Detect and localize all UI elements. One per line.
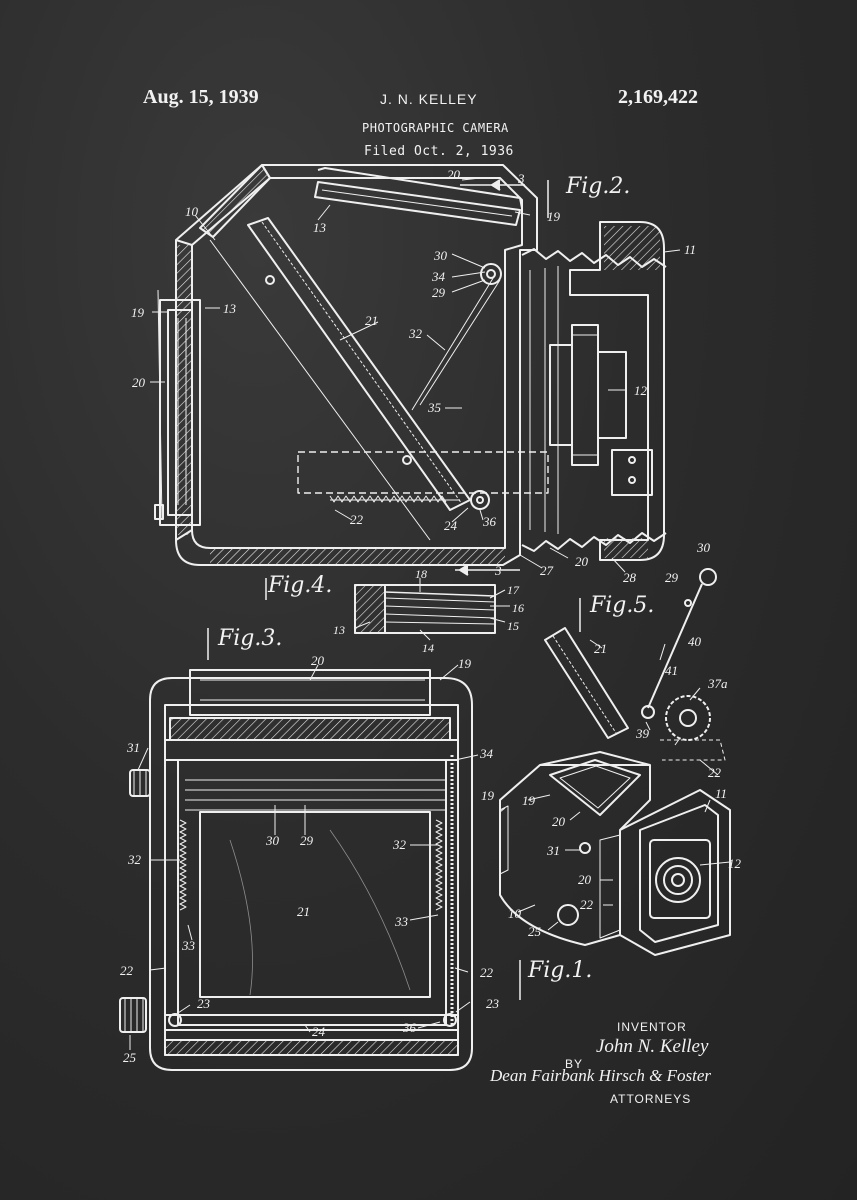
ref-16: 16	[512, 601, 524, 615]
ref-34: 34	[479, 746, 494, 761]
ref-24: 24	[312, 1024, 326, 1039]
attorneys-label: ATTORNEYS	[610, 1092, 692, 1106]
ref-23b: 23	[486, 996, 500, 1011]
ref-29: 29	[665, 570, 679, 585]
ref-25: 25	[123, 1050, 137, 1065]
ref-20: 20	[552, 814, 566, 829]
inventor-label: INVENTOR	[617, 1020, 687, 1034]
ref-29: 29	[432, 285, 446, 300]
fig5-label: Fig.5.	[589, 593, 654, 618]
ref-19b: 19	[522, 793, 536, 808]
fig5-numerals: 30 29 40 21 41 37a 39 22	[594, 540, 728, 780]
attorneys-signature: Dean Fairbank Hirsch & Foster	[490, 1066, 711, 1085]
ref-25: 25	[528, 924, 542, 939]
ref-22: 22	[350, 512, 364, 527]
ref-37a: 37a	[707, 676, 728, 691]
ref-30: 30	[265, 833, 280, 848]
ref-39: 39	[635, 726, 650, 741]
fig2-drawing	[154, 164, 667, 576]
fig1-numerals: 19 19 20 11 12 31 20 22 10 25	[481, 786, 742, 939]
ref-31: 31	[126, 740, 140, 755]
ref-19: 19	[547, 209, 561, 224]
ref-20b: 20	[578, 872, 592, 887]
ref-32b: 32	[392, 837, 407, 852]
ref-32: 32	[127, 852, 142, 867]
patent-date: Aug. 15, 1939	[143, 86, 259, 108]
ref-33: 33	[181, 938, 196, 953]
fig1-label: Fig.1.	[527, 958, 592, 983]
ref-36: 36	[402, 1020, 417, 1035]
fig5-drawing	[544, 568, 726, 761]
ref-21: 21	[594, 641, 607, 656]
fig1-drawing	[499, 751, 731, 956]
ref-19: 19	[458, 656, 472, 671]
ref-13b: 13	[223, 301, 237, 316]
inventor-signature: John N. Kelley	[596, 1036, 709, 1057]
ref-20c: 20	[575, 554, 589, 569]
ref-22: 22	[120, 963, 134, 978]
ref-30: 30	[696, 540, 711, 555]
ref-10: 10	[508, 906, 522, 921]
patent-title: PHOTOGRAPHIC CAMERA	[362, 121, 509, 135]
ref-20: 20	[311, 653, 325, 668]
ref-11: 11	[715, 786, 727, 801]
ref-28: 28	[623, 570, 637, 585]
by-label: BY	[565, 1057, 584, 1071]
ref-34: 34	[431, 269, 446, 284]
ref-30: 30	[433, 248, 448, 263]
ref-20: 20	[447, 167, 461, 182]
ref-23: 23	[197, 996, 211, 1011]
fig4-label: Fig.4.	[267, 573, 332, 598]
ref-29: 29	[300, 833, 314, 848]
ref-21: 21	[297, 904, 310, 919]
ref-19b: 19	[131, 305, 145, 320]
ref-33b: 33	[394, 914, 409, 929]
ref-10: 10	[185, 204, 199, 219]
ref-15: 15	[507, 619, 519, 633]
ref-3: 3	[517, 171, 525, 186]
filed-date: Filed Oct. 2, 1936	[364, 144, 514, 159]
ref-12: 12	[634, 383, 648, 398]
ref-13: 13	[313, 220, 327, 235]
ref-22: 22	[708, 765, 722, 780]
ref-40: 40	[688, 634, 702, 649]
ref-14: 14	[422, 641, 434, 655]
ref-31: 31	[546, 843, 560, 858]
fig2-label: Fig.2.	[565, 174, 630, 199]
ref-36: 36	[482, 514, 497, 529]
ref-22: 22	[580, 897, 594, 912]
leader-lines	[129, 177, 731, 1050]
ref-18: 18	[415, 567, 427, 581]
ref-27: 27	[540, 563, 554, 578]
ref-13: 13	[333, 623, 345, 637]
ref-35: 35	[427, 400, 442, 415]
fig3-numerals: 20 19 31 34 30 29 32 32 21 33 33 22 22 2…	[120, 653, 500, 1065]
ref-11: 11	[684, 242, 696, 257]
ref-20b: 20	[132, 375, 146, 390]
fig3-drawing	[119, 669, 473, 1071]
inventor-header: J. N. KELLEY	[380, 91, 478, 107]
fig4-drawing	[354, 584, 496, 634]
fig2-numerals: 10 13 20 3 19 11 30 34 29 21 32 35 12 19…	[131, 167, 696, 585]
ref-41: 41	[665, 663, 678, 678]
ref-3b: 3	[494, 563, 502, 578]
fig4-numerals: 18 17 16 15 13 14	[333, 567, 524, 655]
ref-32: 32	[408, 326, 423, 341]
fig3-label: Fig.3.	[217, 626, 282, 651]
ref-17: 17	[507, 583, 520, 597]
ref-22b: 22	[480, 965, 494, 980]
patent-number: 2,169,422	[618, 86, 698, 108]
ref-24: 24	[444, 518, 458, 533]
ref-12: 12	[728, 856, 742, 871]
ref-19: 19	[481, 788, 495, 803]
ref-21: 21	[365, 313, 378, 328]
